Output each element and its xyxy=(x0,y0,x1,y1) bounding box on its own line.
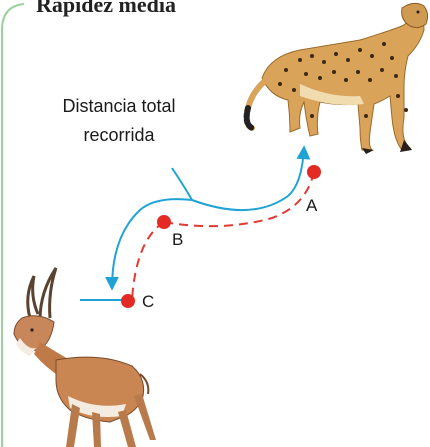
point-a-label: A xyxy=(306,196,317,216)
distance-path xyxy=(80,148,304,300)
point-b-marker xyxy=(157,215,171,229)
point-b-label: B xyxy=(172,230,183,250)
distance-path-start xyxy=(172,168,192,200)
point-c-label: C xyxy=(142,292,154,312)
displacement-path xyxy=(132,172,314,300)
frame-corner xyxy=(2,4,24,447)
antelope-illustration xyxy=(14,268,156,447)
cheetah-illustration xyxy=(247,3,428,154)
total-distance-label-line1: Distancia total xyxy=(62,96,175,116)
point-a-marker xyxy=(307,165,321,179)
total-distance-label-line2: recorrida xyxy=(83,125,154,145)
distance-path-upper xyxy=(192,148,304,210)
displacement-b-to-c xyxy=(132,222,164,300)
page-title: Rapidez media xyxy=(36,0,176,18)
total-distance-label: Distancia total recorrida xyxy=(24,92,214,150)
point-c-marker xyxy=(121,294,135,308)
